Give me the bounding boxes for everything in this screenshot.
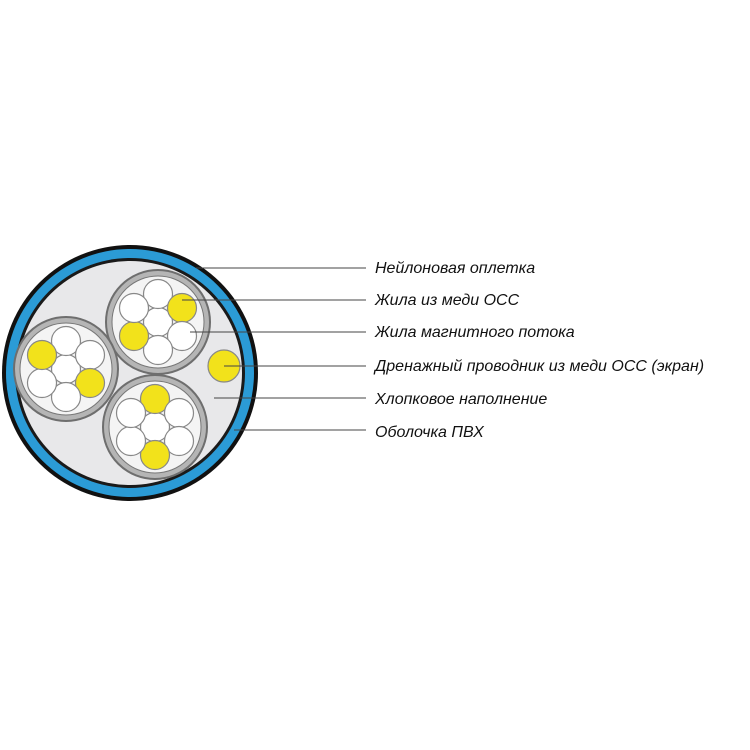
copper-strand: [166, 292, 198, 324]
magnetic-strand: [50, 325, 82, 357]
magnetic-strand: [115, 397, 147, 429]
magnetic-strand: [74, 339, 106, 371]
label-magnetic-core: Жила магнитного потока: [374, 324, 575, 341]
copper-strand: [26, 339, 58, 371]
label-copper-core: Жила из меди ОСС: [374, 292, 520, 309]
label-pvc-jacket: Оболочка ПВХ: [375, 424, 485, 441]
magnetic-strand: [50, 381, 82, 413]
copper-strand: [74, 367, 106, 399]
leader-lines: [182, 267, 366, 431]
magnetic-strand: [142, 334, 174, 366]
copper-strand: [139, 439, 171, 471]
labels: Нейлоновая оплетка Жила из меди ОСС Жила…: [373, 260, 704, 441]
copper-strand: [118, 320, 150, 352]
magnetic-strand: [26, 367, 58, 399]
label-cotton-filler: Хлопковое наполнение: [374, 391, 547, 408]
conductor-bundles: [13, 269, 211, 480]
magnetic-strand: [115, 425, 147, 457]
label-drain-wire: Дренажный проводник из меди ОСС (экран): [373, 358, 704, 375]
magnetic-strand: [118, 292, 150, 324]
copper-strand: [139, 383, 171, 415]
label-nylon-braid: Нейлоновая оплетка: [375, 260, 535, 277]
magnetic-strand: [163, 397, 195, 429]
magnetic-strand: [142, 278, 174, 310]
magnetic-strand: [166, 320, 198, 352]
magnetic-strand: [163, 425, 195, 457]
